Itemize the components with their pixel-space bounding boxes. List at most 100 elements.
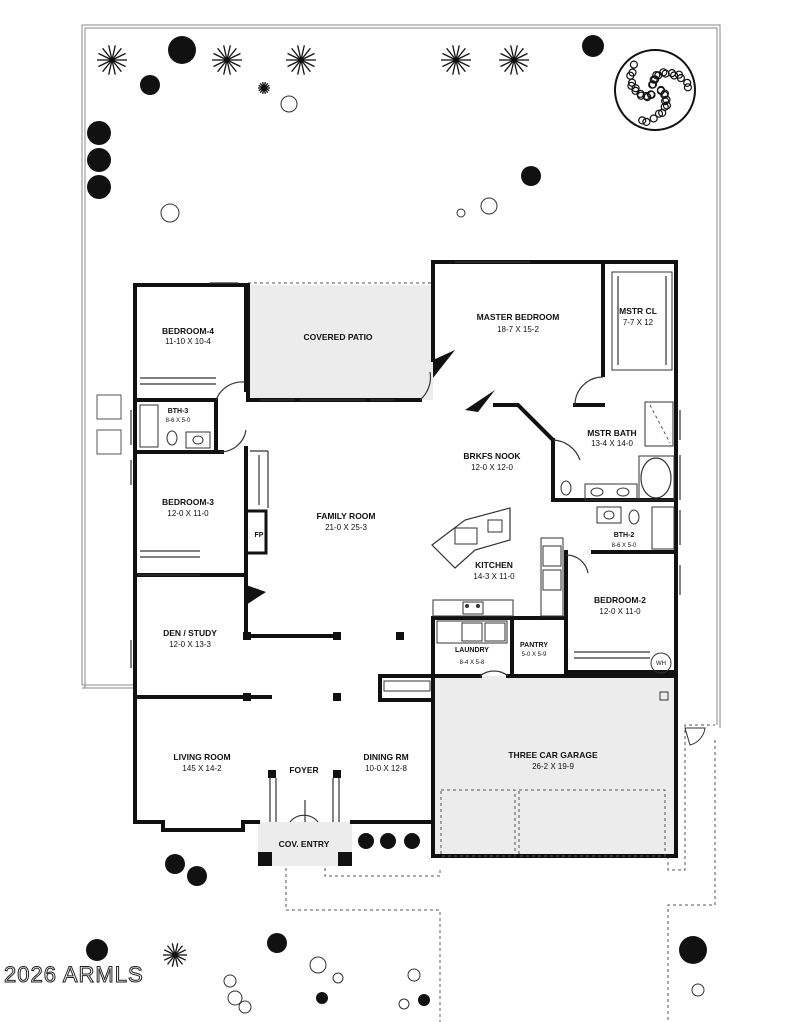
bush-icon (418, 994, 430, 1006)
bush-icon (380, 833, 396, 849)
lot-boundary (81, 24, 721, 728)
room-foyer: FOYER (289, 765, 318, 775)
svg-text:FAMILY ROOM: FAMILY ROOM (316, 511, 375, 521)
bush-icon (358, 833, 374, 849)
svg-text:145 X 14-2: 145 X 14-2 (182, 764, 222, 773)
watermark: 2026 ARMLS (4, 962, 144, 987)
bush-icon (86, 939, 108, 961)
room-cov-entry: COV. ENTRY (279, 839, 330, 849)
room-living-room: LIVING ROOM 145 X 14-2 (173, 752, 230, 773)
boulder-icon (227, 990, 243, 1006)
bush-icon (521, 166, 541, 186)
fixtures-and-doors (96, 261, 706, 857)
room-labels: BEDROOM-4 11-10 X 10-4 COVERED PATIO MAS… (162, 306, 666, 849)
boulder-icon (407, 968, 421, 982)
svg-text:DEN / STUDY: DEN / STUDY (163, 628, 217, 638)
bush-icon (165, 854, 185, 874)
svg-text:DINING RM: DINING RM (363, 752, 408, 762)
room-three-car-garage: THREE CAR GARAGE 26-2 X 19-9 (508, 750, 598, 771)
bush-icon (267, 933, 287, 953)
palm-shrub-icon (212, 45, 242, 75)
svg-text:LAUNDRY: LAUNDRY (455, 647, 489, 654)
boulder-icon (223, 974, 237, 988)
svg-text:21-0 X 25-3: 21-0 X 25-3 (325, 523, 367, 532)
bush-icon (87, 175, 111, 199)
svg-text:LIVING ROOM: LIVING ROOM (173, 752, 230, 762)
palm-shrub-icon (499, 45, 529, 75)
svg-text:8-6 X 5-0: 8-6 X 5-0 (612, 543, 637, 549)
room-dining-rm: DINING RM 10-0 X 12-8 (363, 752, 408, 773)
landscaping (86, 35, 707, 1014)
room-bedroom-4: BEDROOM-4 11-10 X 10-4 (162, 326, 214, 346)
boulder-icon (691, 983, 705, 997)
room-wh: WH (656, 661, 666, 667)
svg-text:BRKFS NOOK: BRKFS NOOK (463, 451, 521, 461)
svg-text:26-2 X 19-9: 26-2 X 19-9 (532, 762, 574, 771)
room-family-room: FAMILY ROOM 21-0 X 25-3 (316, 511, 375, 532)
room-fp: FP (255, 532, 264, 539)
boulder-icon (238, 1000, 252, 1014)
svg-text:FOYER: FOYER (289, 765, 318, 775)
svg-text:BTH-3: BTH-3 (168, 408, 189, 415)
bush-icon (316, 992, 328, 1004)
bush-icon (679, 936, 707, 964)
room-bth-2: BTH-2 8-6 X 5-0 (612, 532, 637, 549)
room-laundry: LAUNDRY 8-4 X 5-8 (455, 647, 489, 666)
svg-text:14-3 X 11-0: 14-3 X 11-0 (473, 572, 515, 581)
svg-text:MSTR CL: MSTR CL (619, 306, 657, 316)
boulder-icon (398, 998, 410, 1010)
bush-icon (582, 35, 604, 57)
svg-text:BTH-2: BTH-2 (614, 532, 635, 539)
room-brkfs-nook: BRKFS NOOK 12-0 X 12-0 (463, 451, 521, 472)
boulder-icon (160, 203, 180, 223)
palm-shrub-icon (441, 45, 471, 75)
svg-text:BEDROOM-3: BEDROOM-3 (162, 497, 214, 507)
interior-walls (133, 260, 678, 866)
svg-text:5-0 X 5-9: 5-0 X 5-9 (522, 652, 547, 658)
room-covered-patio: COVERED PATIO (303, 332, 372, 342)
bush-icon (187, 866, 207, 886)
bush-icon (140, 75, 160, 95)
boulder-icon (309, 956, 327, 974)
svg-text:8-6 X 5-0: 8-6 X 5-0 (166, 418, 191, 424)
svg-text:12-0 X 11-0: 12-0 X 11-0 (599, 607, 641, 616)
boulder-icon (456, 208, 466, 218)
palm-shrub-icon (163, 943, 187, 967)
svg-text:10-0 X 12-8: 10-0 X 12-8 (365, 764, 407, 773)
bush-icon (87, 121, 111, 145)
svg-text:PANTRY: PANTRY (520, 642, 548, 649)
boulder-icon (480, 197, 498, 215)
room-bedroom-2: BEDROOM-2 12-0 X 11-0 (594, 595, 646, 616)
boulder-icon (280, 95, 298, 113)
svg-text:MSTR BATH: MSTR BATH (587, 428, 636, 438)
svg-text:12-0 X 12-0: 12-0 X 12-0 (471, 463, 513, 472)
svg-text:MASTER BEDROOM: MASTER BEDROOM (477, 312, 560, 322)
palm-shrub-icon (286, 45, 316, 75)
bush-icon (404, 833, 420, 849)
bush-icon (87, 148, 111, 172)
svg-text:13-4 X 14-0: 13-4 X 14-0 (591, 439, 633, 448)
svg-text:THREE CAR GARAGE: THREE CAR GARAGE (508, 750, 598, 760)
svg-text:11-10 X 10-4: 11-10 X 10-4 (165, 337, 211, 346)
cov-entry-area (258, 822, 352, 866)
svg-text:7-7 X 12: 7-7 X 12 (623, 318, 654, 327)
bush-icon (168, 36, 196, 64)
svg-text:WH: WH (656, 661, 666, 667)
room-bedroom-3: BEDROOM-3 12-0 X 11-0 (162, 497, 214, 518)
palm-shrub-icon (97, 45, 127, 75)
room-master-bedroom: MASTER BEDROOM 18-7 X 15-2 (477, 312, 560, 334)
svg-text:KITCHEN: KITCHEN (475, 560, 513, 570)
svg-text:BEDROOM-2: BEDROOM-2 (594, 595, 646, 605)
palm-shrub-icon (258, 82, 270, 94)
svg-text:12-0 X 13-3: 12-0 X 13-3 (169, 640, 211, 649)
room-mstr-bath: MSTR BATH 13-4 X 14-0 (587, 428, 636, 448)
svg-text:12-0 X 11-0: 12-0 X 11-0 (167, 509, 209, 518)
svg-text:18-7 X 15-2: 18-7 X 15-2 (497, 325, 539, 334)
svg-text:COV. ENTRY: COV. ENTRY (279, 839, 330, 849)
svg-text:COVERED PATIO: COVERED PATIO (303, 332, 372, 342)
svg-text:8-4 X 5-8: 8-4 X 5-8 (460, 660, 485, 666)
room-bth-3: BTH-3 8-6 X 5-0 (166, 408, 191, 424)
svg-text:BEDROOM-4: BEDROOM-4 (162, 326, 214, 336)
garage-area (434, 676, 676, 856)
